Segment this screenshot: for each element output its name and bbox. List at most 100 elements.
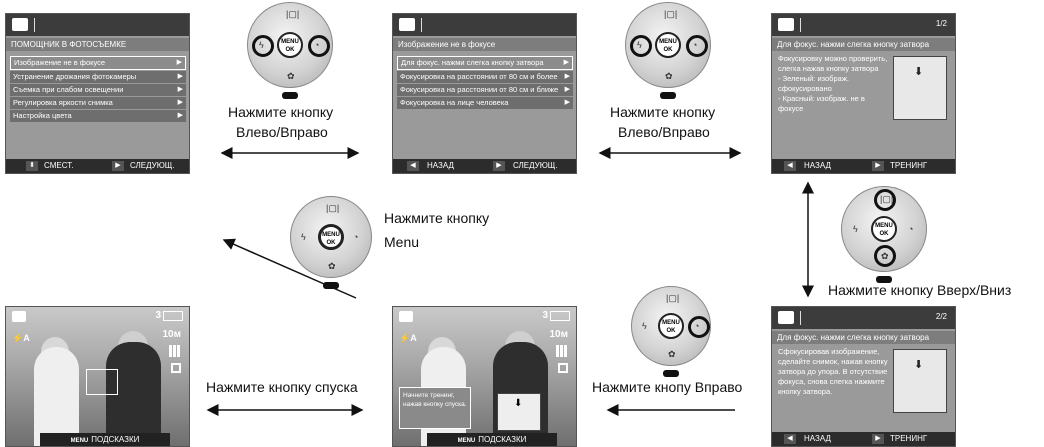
play-pause-icon <box>282 92 298 99</box>
menu-item[interactable]: Настройка цвета▶ <box>10 110 186 122</box>
macro-icon: ✿ <box>665 71 673 81</box>
right-icon: ▶ <box>493 161 505 171</box>
instruction-label: Нажмите кнопку <box>228 104 334 120</box>
left-icon: ◀ <box>784 434 796 444</box>
camera-mode-icon <box>12 18 28 31</box>
chevron-right-icon: ▶ <box>177 73 183 80</box>
instruction-label: Menu <box>384 234 420 250</box>
foot-right-label: ТРЕНИНГ <box>890 434 928 443</box>
menu-item[interactable]: Регулировка яркости снимка▶ <box>10 97 186 109</box>
chevron-right-icon: ▶ <box>177 86 183 93</box>
macro-icon: ✿ <box>881 251 889 261</box>
page-indicator: 1/2 <box>935 19 947 28</box>
camera-mode-icon <box>399 311 413 322</box>
resolution: 10м <box>162 329 181 340</box>
camera-mode-icon <box>12 311 26 322</box>
display-icon: |▢| <box>666 293 680 303</box>
tip-body: Сфокусировав изображение, сделайте снимо… <box>778 347 888 396</box>
menu-item[interactable]: Фокусировка на лице человека▶ <box>397 97 573 109</box>
metering-icon <box>171 363 181 373</box>
self-timer-icon: ◔ <box>694 321 700 331</box>
self-timer-icon: ◔ <box>353 232 359 242</box>
camera-mode-icon <box>778 18 794 31</box>
screen-out-of-focus: Изображение не в фокусе Для фокус. нажми… <box>392 13 577 174</box>
quality-icon <box>169 345 181 357</box>
foot-right-label: СЛЕДУЮЩ. <box>513 161 558 170</box>
right-icon: ▶ <box>872 161 884 171</box>
menu-item[interactable]: Изображение не в фокусе▶ <box>10 56 186 70</box>
instruction-label: Нажмите кнопку спуска <box>206 379 358 395</box>
screen-header: ПОМОЩНИК В ФОТОСЪЕМКЕ <box>6 38 189 51</box>
flash-icon: ϟ <box>642 321 647 331</box>
left-icon: ◀ <box>784 161 796 171</box>
flash-icon: ϟ <box>637 40 642 50</box>
menu-item[interactable]: Для фокус. нажми слегка кнопку затвора▶ <box>397 56 573 70</box>
self-timer-icon: ◔ <box>692 40 698 50</box>
screen-focus-tip-2: 2/2 Для фокус. нажми слегка кнопку затво… <box>771 306 956 447</box>
highlight-left-button <box>252 35 274 57</box>
page-indicator: 2/2 <box>935 312 947 321</box>
instruction-label: Влево/Вправо <box>618 124 710 140</box>
focus-frame <box>86 369 118 395</box>
screen-focus-tip-1: 1/2 Для фокус. нажми слегка кнопку затво… <box>771 13 956 174</box>
instruction-label: Нажмите кнопу Вправо <box>592 379 743 395</box>
display-icon: |▢| <box>880 194 894 204</box>
self-timer-icon: ◔ <box>314 40 320 50</box>
highlight-right-button <box>688 316 710 338</box>
shutter-press-illustration: ⬇ <box>893 349 947 413</box>
menu-item[interactable]: Фокусировка на расстоянии от 80 см и бли… <box>397 84 573 96</box>
tip-body: Фокусировку можно проверить, слегка нажа… <box>778 54 888 113</box>
screen-training: 3 10м ⚡A Начните тренинг, нажав кнопку с… <box>392 306 577 447</box>
screen-menu-assistant: ПОМОЩНИК В ФОТОСЪЕМКЕ Изображение не в ф… <box>5 13 190 174</box>
foot-right-label: СЛЕДУЮЩ. <box>130 161 175 170</box>
battery-icon <box>163 311 183 321</box>
metering-icon <box>558 363 568 373</box>
chevron-right-icon: ▶ <box>177 99 183 106</box>
play-pause-icon <box>663 370 679 377</box>
resolution: 10м <box>549 329 568 340</box>
screen-header: Для фокус. нажми слегка кнопку затвора <box>772 38 955 51</box>
shutter-press-illustration: ⬇ <box>893 56 947 120</box>
macro-icon: ✿ <box>668 349 676 359</box>
foot-left-label: СМЕСТ. <box>44 161 74 170</box>
chevron-right-icon: ▶ <box>564 99 570 106</box>
shutter-press-illustration: ⬇ <box>497 393 541 431</box>
play-pause-icon <box>323 282 339 289</box>
highlight-up-button <box>874 189 896 211</box>
display-icon: |▢| <box>664 9 678 19</box>
right-icon: ▶ <box>112 161 124 171</box>
flash-icon: ϟ <box>259 40 264 50</box>
screen-header: Изображение не в фокусе <box>393 38 576 51</box>
foot-right-label: ТРЕНИНГ <box>890 161 928 170</box>
macro-icon: ✿ <box>287 71 295 81</box>
foot-left-label: НАЗАД <box>804 161 831 170</box>
flash-auto-icon: ⚡A <box>399 333 417 343</box>
display-icon: |▢| <box>286 9 300 19</box>
right-icon: ▶ <box>872 434 884 444</box>
menu-item[interactable]: Устранение дрожания фотокамеры▶ <box>10 71 186 83</box>
menu-item[interactable]: Фокусировка на расстоянии от 80 см и бол… <box>397 71 573 83</box>
left-icon: ◀ <box>407 161 419 171</box>
menu-item[interactable]: Съемка при слабом освещении▶ <box>10 84 186 96</box>
chevron-right-icon: ▶ <box>564 86 570 93</box>
self-timer-icon: ◔ <box>908 224 914 234</box>
foot-left-label: НАЗАД <box>427 161 454 170</box>
chevron-right-icon: ▶ <box>176 59 182 66</box>
highlight-down-button <box>874 245 896 267</box>
chevron-right-icon: ▶ <box>177 112 183 119</box>
camera-mode-icon <box>399 18 415 31</box>
chevron-right-icon: ▶ <box>564 73 570 80</box>
